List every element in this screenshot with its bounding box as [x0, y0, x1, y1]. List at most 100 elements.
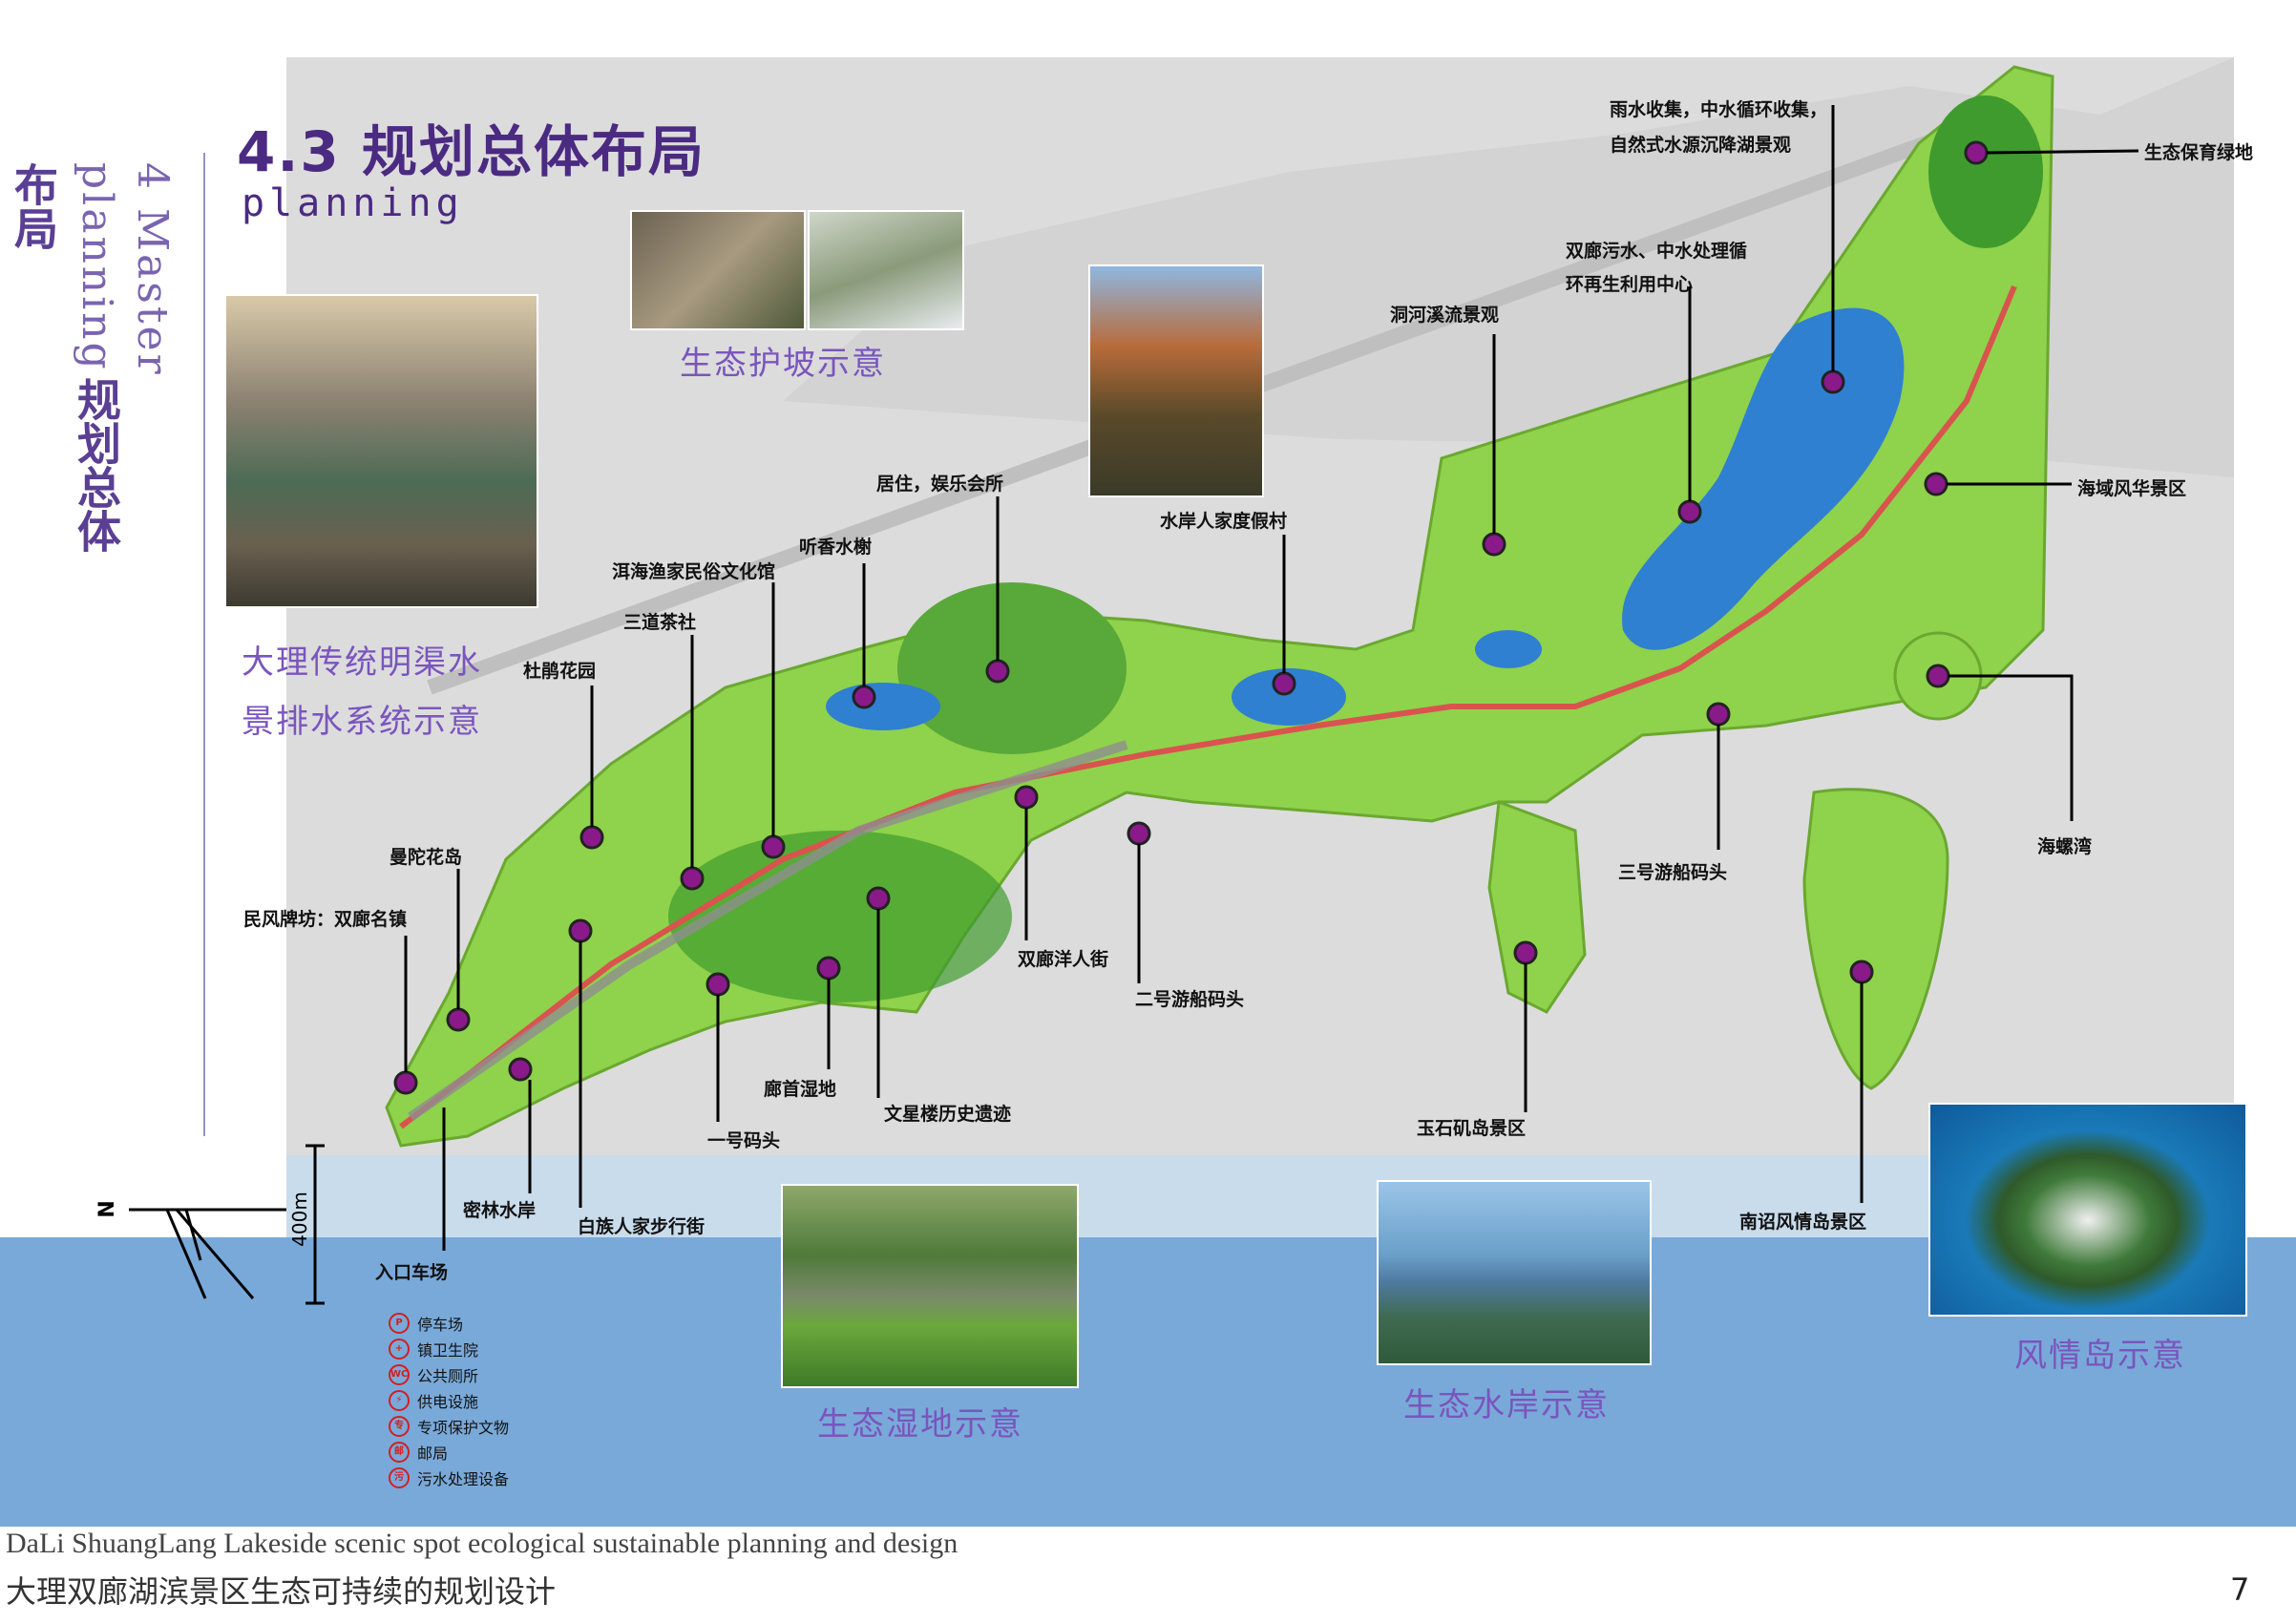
photo-eco-slope-left	[630, 210, 806, 330]
marker-bai	[568, 918, 593, 943]
marker-haiyu	[1924, 472, 1948, 496]
label-yushi: 玉石矶岛景区	[1417, 1118, 1527, 1139]
photo-eco-shore	[1377, 1180, 1652, 1365]
caption-water-system-1: 大理传统明渠水	[242, 643, 482, 682]
marker-forest	[508, 1057, 533, 1082]
pond-2	[1232, 668, 1346, 726]
label-ting-xiang: 听香水榭	[799, 537, 873, 558]
marker-yushi	[1513, 940, 1538, 965]
label-waterfront-village: 水岸人家度假村	[1160, 511, 1288, 532]
marker-tingxiang	[852, 685, 876, 709]
label-bai-street: 白族人家步行街	[578, 1216, 706, 1237]
footer-chinese-title: 大理双廊湖滨景区生态可持续的规划设计	[6, 1573, 557, 1610]
legend-label: 污水处理设备	[417, 1469, 510, 1488]
grey-road	[408, 740, 1128, 1122]
side-title-en: 4 Master planning	[73, 162, 177, 377]
marker-pier1	[706, 972, 730, 997]
caption-water-system-2: 景排水系统示意	[242, 703, 482, 741]
marker-datura	[446, 1007, 471, 1032]
photo-eco-wetland	[781, 1184, 1079, 1388]
legend-item: 邮邮局	[389, 1439, 509, 1465]
marker-street	[1014, 785, 1039, 810]
clinic-icon: +	[389, 1338, 410, 1360]
marker-residential	[985, 659, 1010, 684]
photo-eco-slope-right	[808, 210, 964, 330]
label-parking: 入口车场	[375, 1262, 449, 1283]
side-title: 4 Master planning 规划总体布局	[8, 162, 177, 563]
label-conch-bay: 海螺湾	[2037, 836, 2093, 857]
photo-traditional-canal	[224, 294, 538, 608]
leader-eco-green	[1986, 149, 2139, 155]
label-stream: 洞河溪流景观	[1390, 305, 1500, 326]
marker-wetland	[816, 956, 841, 981]
page-title: 4.3 规划总体布局	[237, 119, 706, 184]
scale-label: 400m	[287, 1192, 311, 1247]
label-archway: 民风牌坊：双廊名镇	[243, 909, 408, 930]
marker-rain	[1821, 369, 1845, 394]
marker-tea	[680, 866, 705, 891]
legend-item: + 镇卫生院	[389, 1336, 509, 1361]
caption-eco-shore: 生态水岸示意	[1403, 1386, 1610, 1424]
marker-archway	[393, 1070, 418, 1095]
label-wetland: 廊首湿地	[764, 1079, 837, 1100]
label-rain-collect-1: 雨水收集，中水循环收集，	[1610, 99, 1828, 120]
marker-waterfront	[1272, 671, 1296, 696]
relic-icon: 专	[389, 1415, 410, 1437]
caption-island: 风情岛示意	[2014, 1337, 2186, 1375]
caption-eco-wetland: 生态湿地示意	[817, 1405, 1023, 1444]
nanzhao-island	[1802, 788, 1949, 1090]
marker-nanzhao	[1849, 960, 1874, 984]
label-sewage-1: 双廊污水、中水处理循	[1566, 241, 1748, 262]
label-azalea: 杜鹃花园	[523, 661, 597, 682]
legend-item: 专专项保护文物	[389, 1413, 509, 1439]
hill-park	[897, 582, 1127, 754]
parking-icon: P	[389, 1312, 410, 1334]
main-road	[399, 285, 2017, 1129]
label-wenxing: 文星楼历史遗迹	[884, 1104, 1012, 1125]
divider-line	[203, 153, 205, 1136]
legend-label: 公共厕所	[417, 1366, 479, 1385]
legend-item: WC 公共厕所	[389, 1361, 509, 1387]
label-rain-collect-2: 自然式水源沉降湖景观	[1610, 135, 1792, 156]
caption-eco-slope: 生态护坡示意	[680, 345, 886, 383]
page-subtitle: planning	[242, 181, 464, 225]
label-tea-house: 三道茶社	[623, 612, 697, 633]
label-street: 双廊洋人街	[1018, 949, 1109, 970]
marker-sewage	[1677, 499, 1702, 524]
leader-conch	[1948, 674, 2074, 821]
lake-band	[0, 1237, 2296, 1527]
legend-label: 专项保护文物	[417, 1418, 510, 1437]
post-icon: 邮	[389, 1441, 410, 1463]
legend-label: 供电设施	[417, 1392, 479, 1411]
page-number: 7	[2230, 1571, 2250, 1608]
label-haiyu: 海域风华景区	[2077, 478, 2187, 499]
legend-item: 污污水处理设备	[389, 1465, 509, 1490]
marker-pier3	[1706, 702, 1731, 727]
label-sewage-2: 环再生利用中心	[1566, 274, 1694, 295]
label-eco-green: 生态保育绿地	[2144, 142, 2254, 163]
scale-bar	[305, 1144, 325, 1305]
toilet-icon: WC	[389, 1363, 410, 1385]
footer-english-title: DaLi ShuangLang Lakeside scenic spot eco…	[6, 1528, 958, 1559]
label-forest-shore: 密林水岸	[463, 1200, 537, 1221]
marker-stream	[1482, 532, 1506, 557]
label-nanzhao: 南诏风情岛景区	[1739, 1212, 1867, 1233]
sewage-icon: 污	[389, 1466, 410, 1488]
north-label: N	[92, 1200, 116, 1218]
marker-museum	[761, 834, 786, 859]
marker-azalea	[579, 825, 604, 850]
marker-pier2	[1127, 821, 1151, 846]
label-pier2: 二号游船码头	[1135, 989, 1245, 1010]
legend-item: ⚡供电设施	[389, 1387, 509, 1413]
legend-label: 邮局	[417, 1444, 449, 1463]
label-pier3: 三号游船码头	[1618, 862, 1728, 883]
label-residential: 居住，娱乐会所	[876, 474, 1004, 495]
label-pier1: 一号码头	[707, 1130, 781, 1151]
forest-east	[1928, 95, 2043, 248]
legend-label: 镇卫生院	[417, 1340, 479, 1360]
marker-eco-green	[1964, 140, 1989, 165]
marker-wenxing	[866, 886, 891, 911]
